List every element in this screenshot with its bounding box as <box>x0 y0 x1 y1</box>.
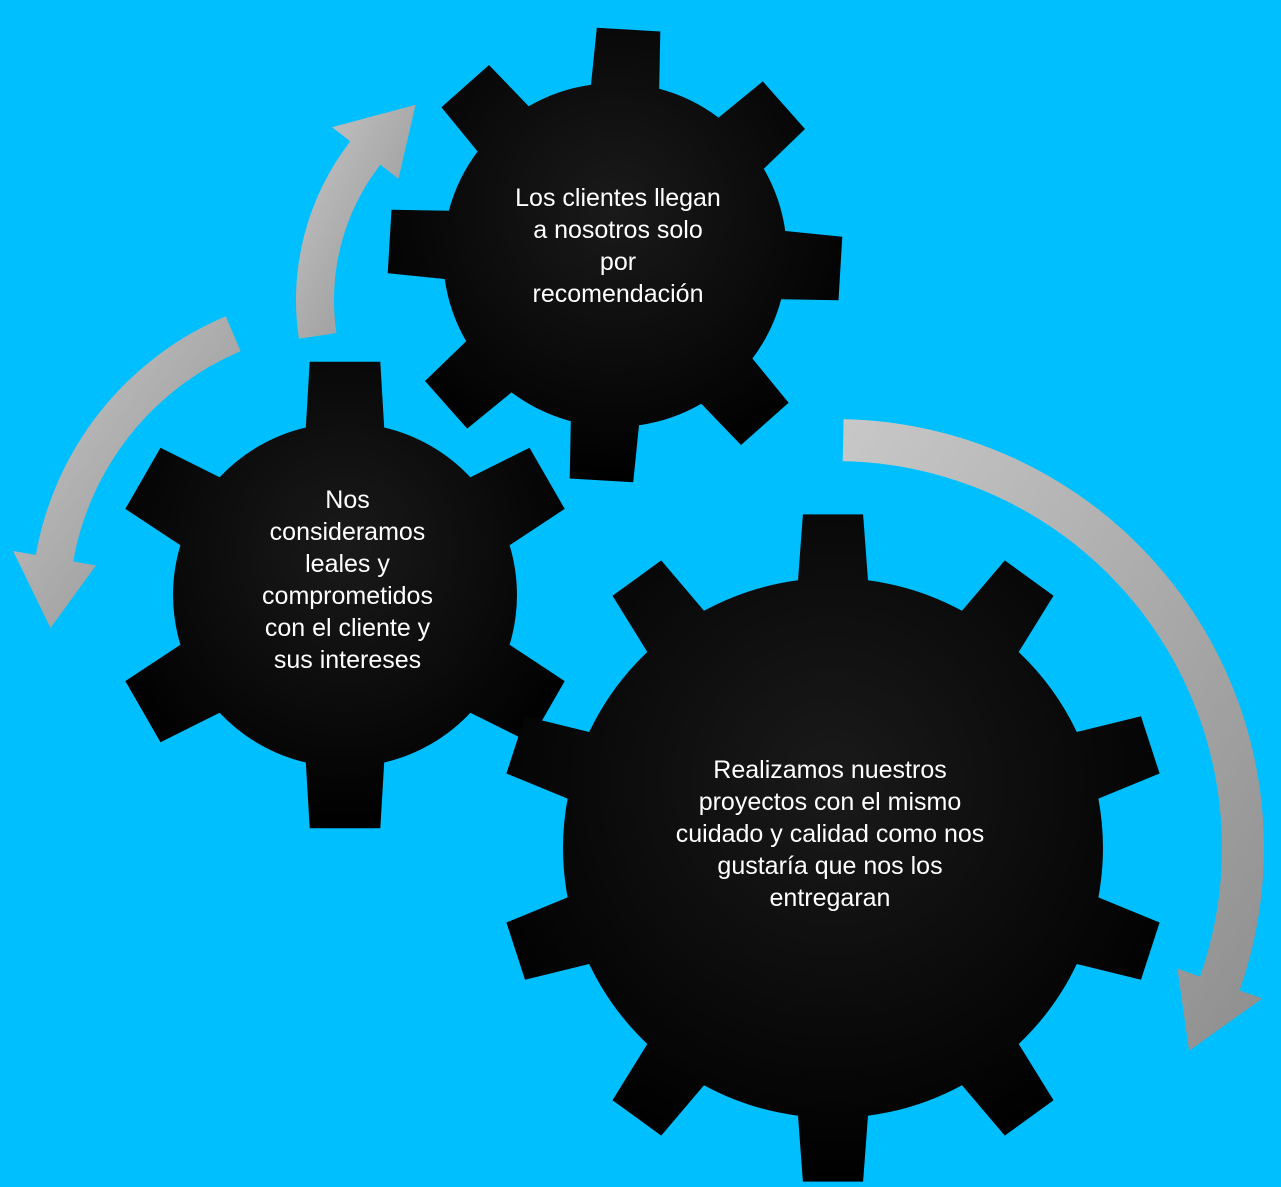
gear-right-shape <box>506 514 1160 1182</box>
arrow-up <box>296 104 416 339</box>
gear-top-text: Los clientes llegan a nosotros solo por … <box>515 184 721 308</box>
gear-top-shape <box>387 27 843 483</box>
arrow-left-down <box>13 316 241 628</box>
gear-left-shape <box>125 361 565 829</box>
gear-left-text: Nos consideramos leales y comprometidos … <box>262 486 433 674</box>
gear-right-text: Realizamos nuestros proyectos con el mis… <box>675 756 985 912</box>
arrow-right-down <box>842 419 1264 1051</box>
